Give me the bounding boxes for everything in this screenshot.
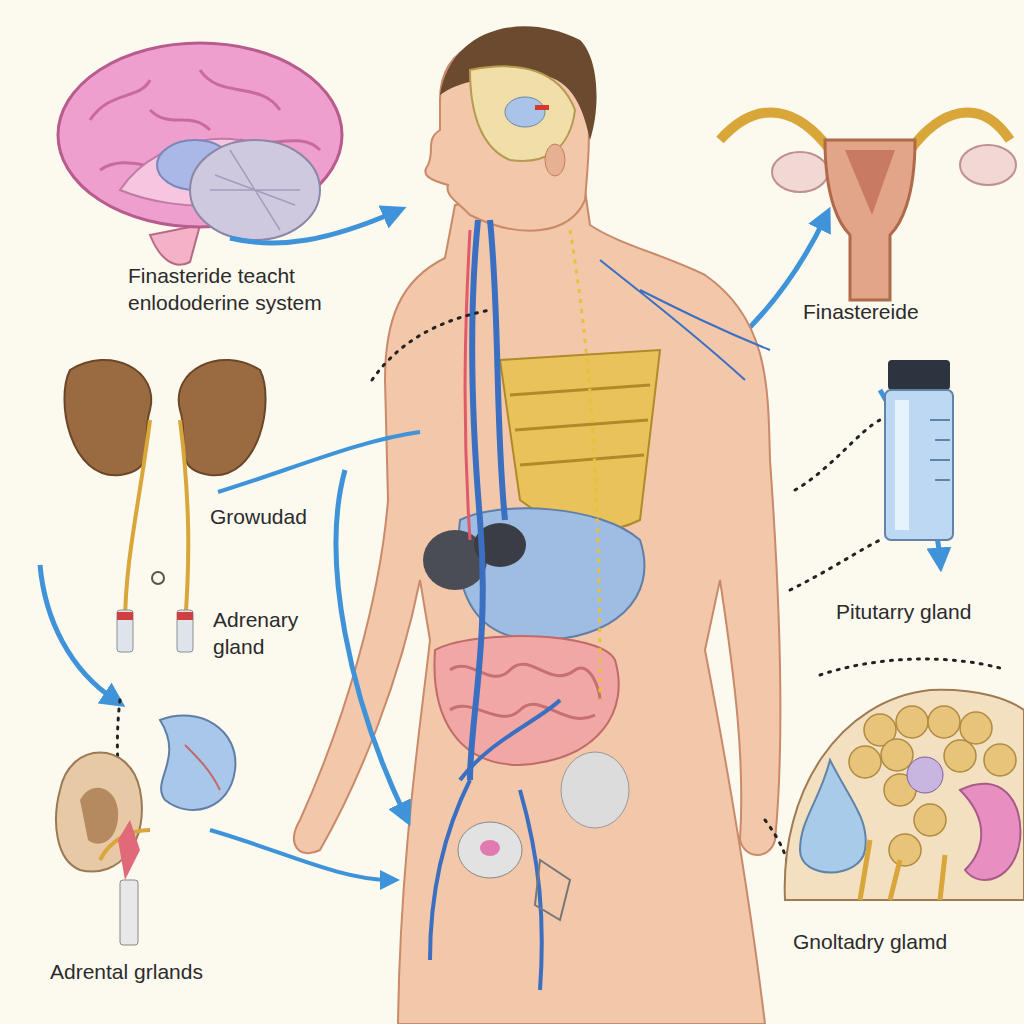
organ-label: Growudad: [210, 503, 307, 530]
vial-illustration: [885, 360, 953, 540]
flow-arrow: [40, 565, 115, 700]
organ-label: Pitutarry gland: [836, 598, 971, 625]
uterus-illustration: [720, 112, 1016, 300]
flow-arrow: [230, 212, 395, 243]
flow-arrow: [210, 830, 390, 880]
brain-illustration: [58, 43, 342, 265]
flow-arrow: [336, 470, 405, 815]
organ-label: Finastereide: [803, 298, 919, 325]
organ-label: Gnoltadry glamd: [793, 928, 947, 955]
organ-label: Finasteride teacht enlododerine system: [128, 262, 378, 317]
flow-arrow: [218, 432, 420, 492]
gland-tissue-illustration: [785, 690, 1024, 900]
organ-label: Adrental grlands: [50, 958, 203, 985]
organ-label: Adrenary gland: [213, 606, 331, 661]
human-figure: [294, 26, 781, 1024]
adrenal-illustration: [56, 716, 235, 945]
